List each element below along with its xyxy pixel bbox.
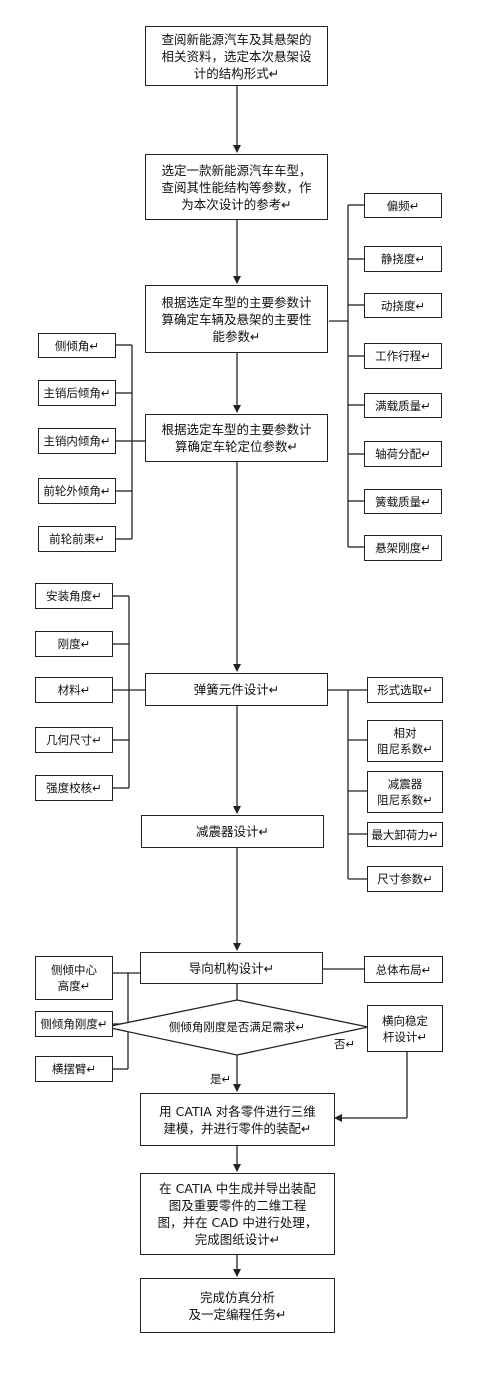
align-kingpin-inclination: 主销内倾角↵ xyxy=(38,428,116,454)
align-camber: 前轮外倾角↵ xyxy=(38,478,116,504)
param-axle-load: 轴荷分配↵ xyxy=(364,441,442,467)
spring-geometry: 几何尺寸↵ xyxy=(35,727,113,753)
decision-diamond xyxy=(105,999,369,1056)
guide-roll-center-height: 侧倾中心 高度↵ xyxy=(35,956,113,1000)
align-roll-angle: 侧倾角↵ xyxy=(38,333,116,358)
step-wheel-alignment: 根据选定车型的主要参数计 算确定车轮定位参数↵ xyxy=(145,414,328,462)
spring-material: 材料↵ xyxy=(35,677,113,703)
overall-layout: 总体布局↵ xyxy=(364,956,443,983)
step-spring-design: 弹簧元件设计↵ xyxy=(145,673,328,706)
step-research: 查阅新能源汽车及其悬架的 相关资料，选定本次悬架设 计的结构形式↵ xyxy=(145,26,328,86)
step-catia-modeling: 用 CATIA 对各零件进行三维 建模，并进行零件的装配↵ xyxy=(140,1093,335,1146)
decision-text: 侧倾角刚度是否满足需求↵ xyxy=(168,1020,306,1034)
step-performance-params: 根据选定车型的主要参数计 算确定车辆及悬架的主要性 能参数↵ xyxy=(145,285,328,353)
param-offset-frequency: 偏频↵ xyxy=(364,193,442,218)
step-simulation: 完成仿真分析 及一定编程任务↵ xyxy=(140,1278,335,1333)
param-working-stroke: 工作行程↵ xyxy=(364,343,442,369)
damper-relative-damping: 相对 阻尼系数↵ xyxy=(367,720,443,762)
param-dynamic-deflection: 动挠度↵ xyxy=(364,293,442,318)
param-suspension-stiffness: 悬架刚度↵ xyxy=(364,535,442,561)
stabilizer-bar-design: 横向稳定 杆设计↵ xyxy=(367,1005,443,1052)
align-caster: 主销后倾角↵ xyxy=(38,380,116,406)
guide-swing-arm: 横摆臂↵ xyxy=(35,1056,113,1082)
step-guide-mechanism: 导向机构设计↵ xyxy=(140,952,323,984)
param-sprung-mass: 簧载质量↵ xyxy=(364,489,442,514)
damper-type-selection: 形式选取↵ xyxy=(367,677,443,703)
spring-strength-check: 强度校核↵ xyxy=(35,775,113,801)
step-drawing-output: 在 CATIA 中生成并导出装配 图及重要零件的二维工程 图，并在 CAD 中进… xyxy=(140,1173,335,1255)
damper-max-unloading-force: 最大卸荷力↵ xyxy=(367,822,443,847)
spring-stiffness: 刚度↵ xyxy=(35,631,113,657)
no-label: 否↵ xyxy=(334,1037,356,1051)
guide-roll-stiffness: 侧倾角刚度↵ xyxy=(35,1011,113,1037)
param-static-deflection: 静挠度↵ xyxy=(364,246,442,272)
param-full-load-mass: 满载质量↵ xyxy=(364,393,442,418)
align-toe: 前轮前束↵ xyxy=(38,526,116,552)
step-select-vehicle: 选定一款新能源汽车车型， 查阅其性能结构等参数，作 为本次设计的参考↵ xyxy=(145,154,328,220)
spring-mount-angle: 安装角度↵ xyxy=(35,583,113,609)
damper-dimensions: 尺寸参数↵ xyxy=(367,866,443,892)
damper-damping-coefficient: 减震器 阻尼系数↵ xyxy=(367,771,443,813)
yes-label: 是↵ xyxy=(210,1072,232,1086)
step-damper-design: 减震器设计↵ xyxy=(141,815,324,848)
